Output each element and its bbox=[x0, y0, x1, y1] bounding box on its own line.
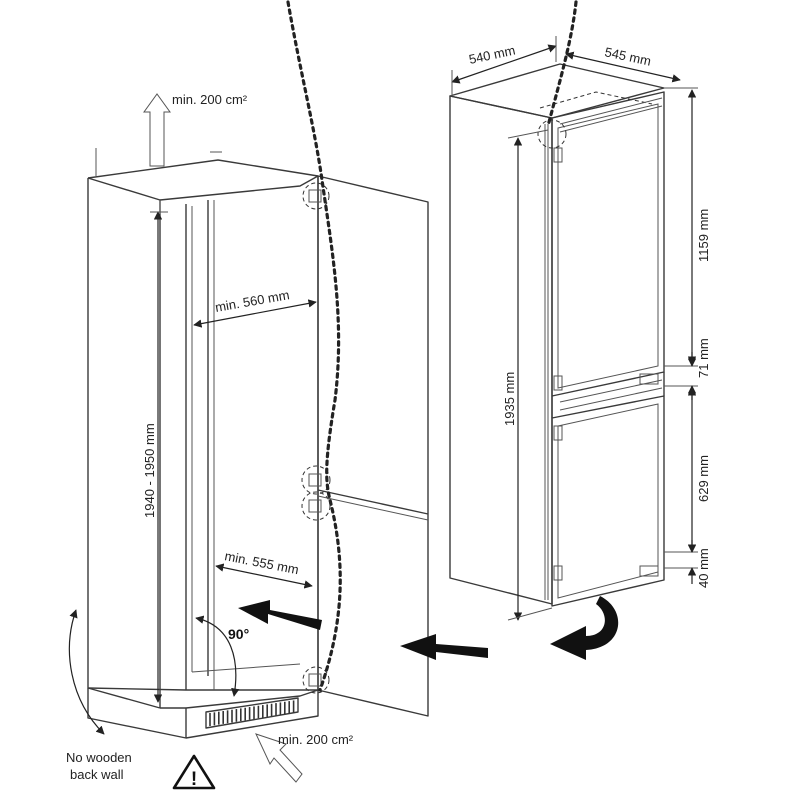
no-wooden-text-1: No wooden bbox=[66, 750, 132, 765]
fridge-depth-label: 545 mm bbox=[603, 44, 652, 68]
lower-door-label: 629 mm bbox=[696, 455, 711, 502]
gap-middle-label: 71 mm bbox=[696, 338, 711, 378]
fridge-body bbox=[449, 63, 665, 607]
vent-bottom-label: min. 200 cm² bbox=[278, 732, 354, 747]
cabinet-door bbox=[317, 175, 429, 717]
angle-label: 90° bbox=[228, 626, 249, 642]
niche-height-label: 1940 - 1950 mm bbox=[142, 423, 157, 518]
vent-top-label: min. 200 cm² bbox=[172, 92, 248, 107]
cabinet-niche bbox=[87, 148, 319, 739]
niche-depth-label: min. 555 mm bbox=[223, 548, 300, 577]
niche-width-label: min. 560 mm bbox=[214, 287, 291, 315]
vent-grille-icon bbox=[205, 697, 299, 729]
door-swing-path-right bbox=[546, 0, 578, 128]
fridge-width-label: 540 mm bbox=[468, 42, 517, 66]
upper-door-label: 1159 mm bbox=[696, 209, 711, 262]
svg-text:!: ! bbox=[191, 769, 197, 790]
vent-bottom-arrow-icon bbox=[255, 733, 303, 783]
base-gap-label: 40 mm bbox=[696, 548, 711, 588]
rotate-arrow-icon bbox=[550, 596, 619, 660]
hinge-icon bbox=[301, 182, 331, 694]
warning-triangle-icon: ! bbox=[172, 754, 216, 790]
note-pointer-arrow bbox=[68, 609, 105, 735]
no-wooden-text-2: back wall bbox=[70, 767, 124, 782]
arrow-icon-2 bbox=[400, 634, 488, 660]
fridge-height-label: 1935 mm bbox=[502, 372, 517, 426]
arrow-icon bbox=[238, 600, 322, 630]
door-swing-path bbox=[286, 0, 342, 692]
vent-up-arrow-icon bbox=[143, 93, 171, 167]
